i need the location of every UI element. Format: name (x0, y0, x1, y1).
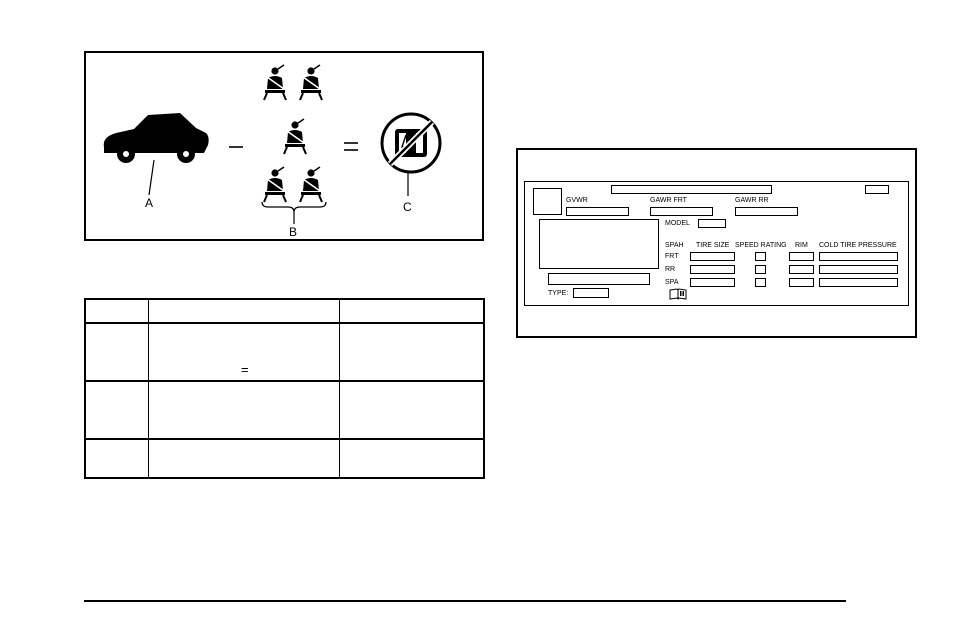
gawr-rr-label: GAWR RR (735, 197, 769, 204)
capacity-diagram: A B C (84, 51, 484, 241)
vehicle-sedan-icon (103, 113, 209, 163)
tire-size-label: TIRE SIZE (696, 242, 730, 249)
table-column-divider (339, 300, 340, 477)
model-field (698, 219, 726, 228)
rr-rim-field (789, 265, 814, 274)
frt-rim-field (789, 252, 814, 261)
callout-c: C (403, 200, 412, 214)
type-label: TYPE: (548, 290, 569, 297)
callout-a: A (145, 196, 154, 210)
spa-rim-field (789, 278, 814, 287)
table-row (86, 324, 483, 382)
table-column-divider (148, 300, 149, 477)
seatbelt-occupant-icon (299, 166, 323, 203)
seatbelt-occupant-icon (263, 166, 287, 203)
table-row (86, 382, 483, 440)
rr-pressure-field (819, 265, 898, 274)
gawr-rr-field (735, 207, 798, 216)
rr-tire-size-field (690, 265, 735, 274)
seatbelt-occupant-icon (263, 64, 287, 101)
spa-tire-size-field (690, 278, 735, 287)
frt-speed-rating-field (755, 252, 766, 261)
seatbelt-occupant-icon (299, 64, 323, 101)
logo-box (533, 188, 562, 215)
rr-speed-rating-field (755, 265, 766, 274)
page-footer-rule (84, 600, 846, 602)
cold-tire-pressure-label: COLD TIRE PRESSURE (819, 242, 897, 249)
capacity-diagram-art (103, 64, 442, 224)
rim-label: RIM (795, 242, 808, 249)
gvwr-field (566, 207, 629, 216)
info-block (539, 219, 659, 269)
model-label: MODEL (665, 220, 690, 227)
equals-sign: = (241, 362, 249, 377)
frt-tire-size-field (690, 252, 735, 261)
spah-label: SPAH (665, 242, 684, 249)
capacity-table: = (84, 298, 485, 479)
top-field (611, 185, 772, 194)
rr-label: RR (665, 266, 676, 273)
gawr-frt-field (650, 207, 713, 216)
frt-label: FRT (665, 253, 679, 260)
gvwr-label: GVWR (566, 197, 588, 204)
spa-speed-rating-field (755, 278, 766, 287)
gawr-frt-label: GAWR FRT (650, 197, 687, 204)
tire-loading-label: GVWR GAWR FRT GAWR RR MODEL TYPE: SPAH T… (516, 148, 917, 338)
table-header-row (86, 300, 483, 324)
bottom-left-field (548, 273, 650, 285)
label-panel: GVWR GAWR FRT GAWR RR MODEL TYPE: SPAH T… (524, 181, 909, 306)
owner-manual-book-icon (669, 288, 687, 300)
no-cargo-icon (380, 112, 442, 174)
corner-field (865, 185, 889, 194)
spa-pressure-field (819, 278, 898, 287)
callout-b: B (289, 225, 298, 239)
type-field (573, 288, 609, 298)
spa-label: SPA (665, 279, 679, 286)
frt-pressure-field (819, 252, 898, 261)
speed-rating-label: SPEED RATING (735, 242, 787, 249)
seatbelt-occupant-icon (283, 118, 307, 155)
